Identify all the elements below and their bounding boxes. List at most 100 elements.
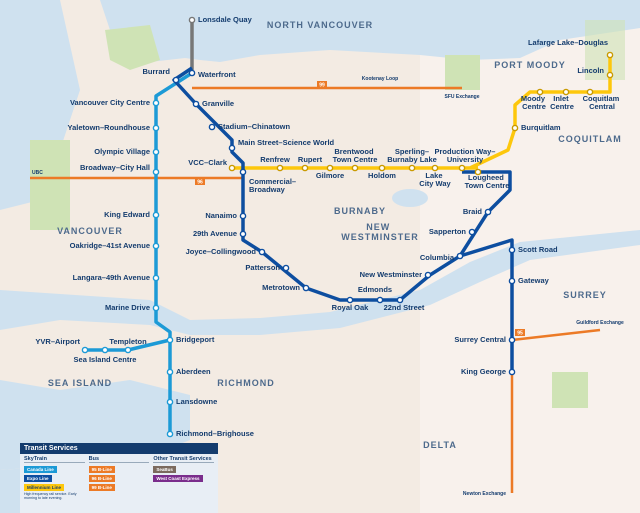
station-marker[interactable] (208, 123, 216, 131)
station-marker[interactable] (228, 144, 236, 152)
station-label[interactable]: Marine Drive (105, 303, 150, 312)
station-label[interactable]: Columbia (420, 253, 455, 262)
station-label[interactable]: Sea Island Centre (74, 355, 137, 364)
station-label[interactable]: Lonsdale Quay (198, 15, 253, 24)
station-label[interactable]: Yaletown–Roundhouse (67, 123, 150, 132)
station-label[interactable]: 22nd Street (384, 303, 425, 312)
station-label[interactable]: Sapperton (429, 227, 467, 236)
station-marker[interactable] (508, 277, 516, 285)
station-marker[interactable] (511, 124, 519, 132)
station-marker[interactable] (276, 164, 284, 172)
station-label[interactable]: Aberdeen (176, 367, 211, 376)
station-marker[interactable] (484, 208, 492, 216)
station-marker[interactable] (101, 346, 109, 354)
station-marker[interactable] (282, 264, 290, 272)
station-label[interactable]: 29th Avenue (193, 229, 237, 238)
station-marker[interactable] (239, 168, 247, 176)
station-marker[interactable] (408, 164, 416, 172)
station-marker[interactable] (188, 16, 196, 24)
station-marker[interactable] (166, 430, 174, 438)
station-label[interactable]: Renfrew (260, 155, 290, 164)
station-label[interactable]: Coquitlam Central (583, 94, 622, 111)
station-label[interactable]: Burrard (142, 67, 170, 76)
station-label[interactable]: Nanaimo (205, 211, 237, 220)
station-marker[interactable] (474, 168, 482, 176)
station-label[interactable]: Oakridge–41st Avenue (70, 241, 150, 250)
station-marker[interactable] (376, 296, 384, 304)
station-marker[interactable] (166, 336, 174, 344)
station-marker[interactable] (396, 296, 404, 304)
station-marker[interactable] (152, 168, 160, 176)
station-label[interactable]: Gateway (518, 276, 550, 285)
station-marker[interactable] (562, 88, 570, 96)
station-marker[interactable] (302, 284, 310, 292)
station-marker[interactable] (378, 164, 386, 172)
station-marker[interactable] (152, 124, 160, 132)
station-label[interactable]: Lake City Way (419, 171, 451, 188)
station-label[interactable]: King Edward (104, 210, 150, 219)
station-label[interactable]: Langara–49th Avenue (73, 273, 150, 282)
station-marker[interactable] (228, 164, 236, 172)
station-marker[interactable] (239, 212, 247, 220)
station-label[interactable]: King George (461, 367, 506, 376)
station-label[interactable]: Main Street–Science World (238, 138, 335, 147)
station-label[interactable]: Burquitlam (521, 123, 561, 132)
station-marker[interactable] (508, 368, 516, 376)
station-marker[interactable] (152, 99, 160, 107)
station-label[interactable]: Lougheed Town Centre (465, 173, 510, 190)
station-label[interactable]: New Westminster (360, 270, 422, 279)
station-marker[interactable] (192, 100, 200, 108)
station-marker[interactable] (536, 88, 544, 96)
station-marker[interactable] (152, 211, 160, 219)
station-marker[interactable] (458, 164, 466, 172)
station-label[interactable]: Joyce–Collingwood (186, 247, 257, 256)
station-marker[interactable] (166, 398, 174, 406)
station-marker[interactable] (152, 304, 160, 312)
station-marker[interactable] (346, 296, 354, 304)
station-marker[interactable] (508, 336, 516, 344)
station-label[interactable]: Templeton (109, 337, 147, 346)
station-label[interactable]: Broadway–City Hall (80, 163, 150, 172)
station-marker[interactable] (424, 271, 432, 279)
station-marker[interactable] (431, 164, 439, 172)
station-label[interactable]: Brentwood Town Centre (333, 147, 378, 164)
station-label[interactable]: Braid (463, 207, 483, 216)
station-label[interactable]: Lansdowne (176, 397, 217, 406)
station-label[interactable]: Inlet Centre (550, 94, 574, 111)
station-label[interactable]: Bridgeport (176, 335, 215, 344)
station-label[interactable]: Commercial–Broadway (249, 177, 296, 194)
station-marker[interactable] (81, 346, 89, 354)
station-marker[interactable] (606, 71, 614, 79)
station-label[interactable]: Vancouver City Centre (70, 98, 150, 107)
station-marker[interactable] (301, 164, 309, 172)
station-label[interactable]: VCC–Clark (188, 158, 228, 167)
station-label[interactable]: Stadium–Chinatown (218, 122, 291, 131)
station-label[interactable]: Richmond–Brighouse (176, 429, 254, 438)
station-marker[interactable] (152, 148, 160, 156)
station-label[interactable]: Production Way–University (435, 147, 496, 164)
station-marker[interactable] (258, 248, 266, 256)
station-marker[interactable] (326, 164, 334, 172)
station-label[interactable]: Lincoln (577, 66, 604, 75)
station-label[interactable]: Patterson (245, 263, 280, 272)
station-label[interactable]: YVR–Airport (35, 337, 80, 346)
station-marker[interactable] (152, 274, 160, 282)
station-marker[interactable] (351, 164, 359, 172)
station-marker[interactable] (152, 242, 160, 250)
station-label[interactable]: Surrey Central (454, 335, 506, 344)
station-label[interactable]: Holdom (368, 171, 396, 180)
station-marker[interactable] (508, 246, 516, 254)
station-label[interactable]: Olympic Village (94, 147, 150, 156)
station-marker[interactable] (239, 230, 247, 238)
station-marker[interactable] (172, 76, 180, 84)
station-marker[interactable] (456, 252, 464, 260)
station-label[interactable]: Metrotown (262, 283, 300, 292)
station-label[interactable]: Waterfront (198, 70, 236, 79)
station-label[interactable]: Moody Centre (521, 94, 547, 111)
station-label[interactable]: Scott Road (518, 245, 558, 254)
station-label[interactable]: Rupert (298, 155, 323, 164)
station-marker[interactable] (468, 228, 476, 236)
station-label[interactable]: Edmonds (358, 285, 392, 294)
station-marker[interactable] (606, 51, 614, 59)
station-marker[interactable] (124, 346, 132, 354)
